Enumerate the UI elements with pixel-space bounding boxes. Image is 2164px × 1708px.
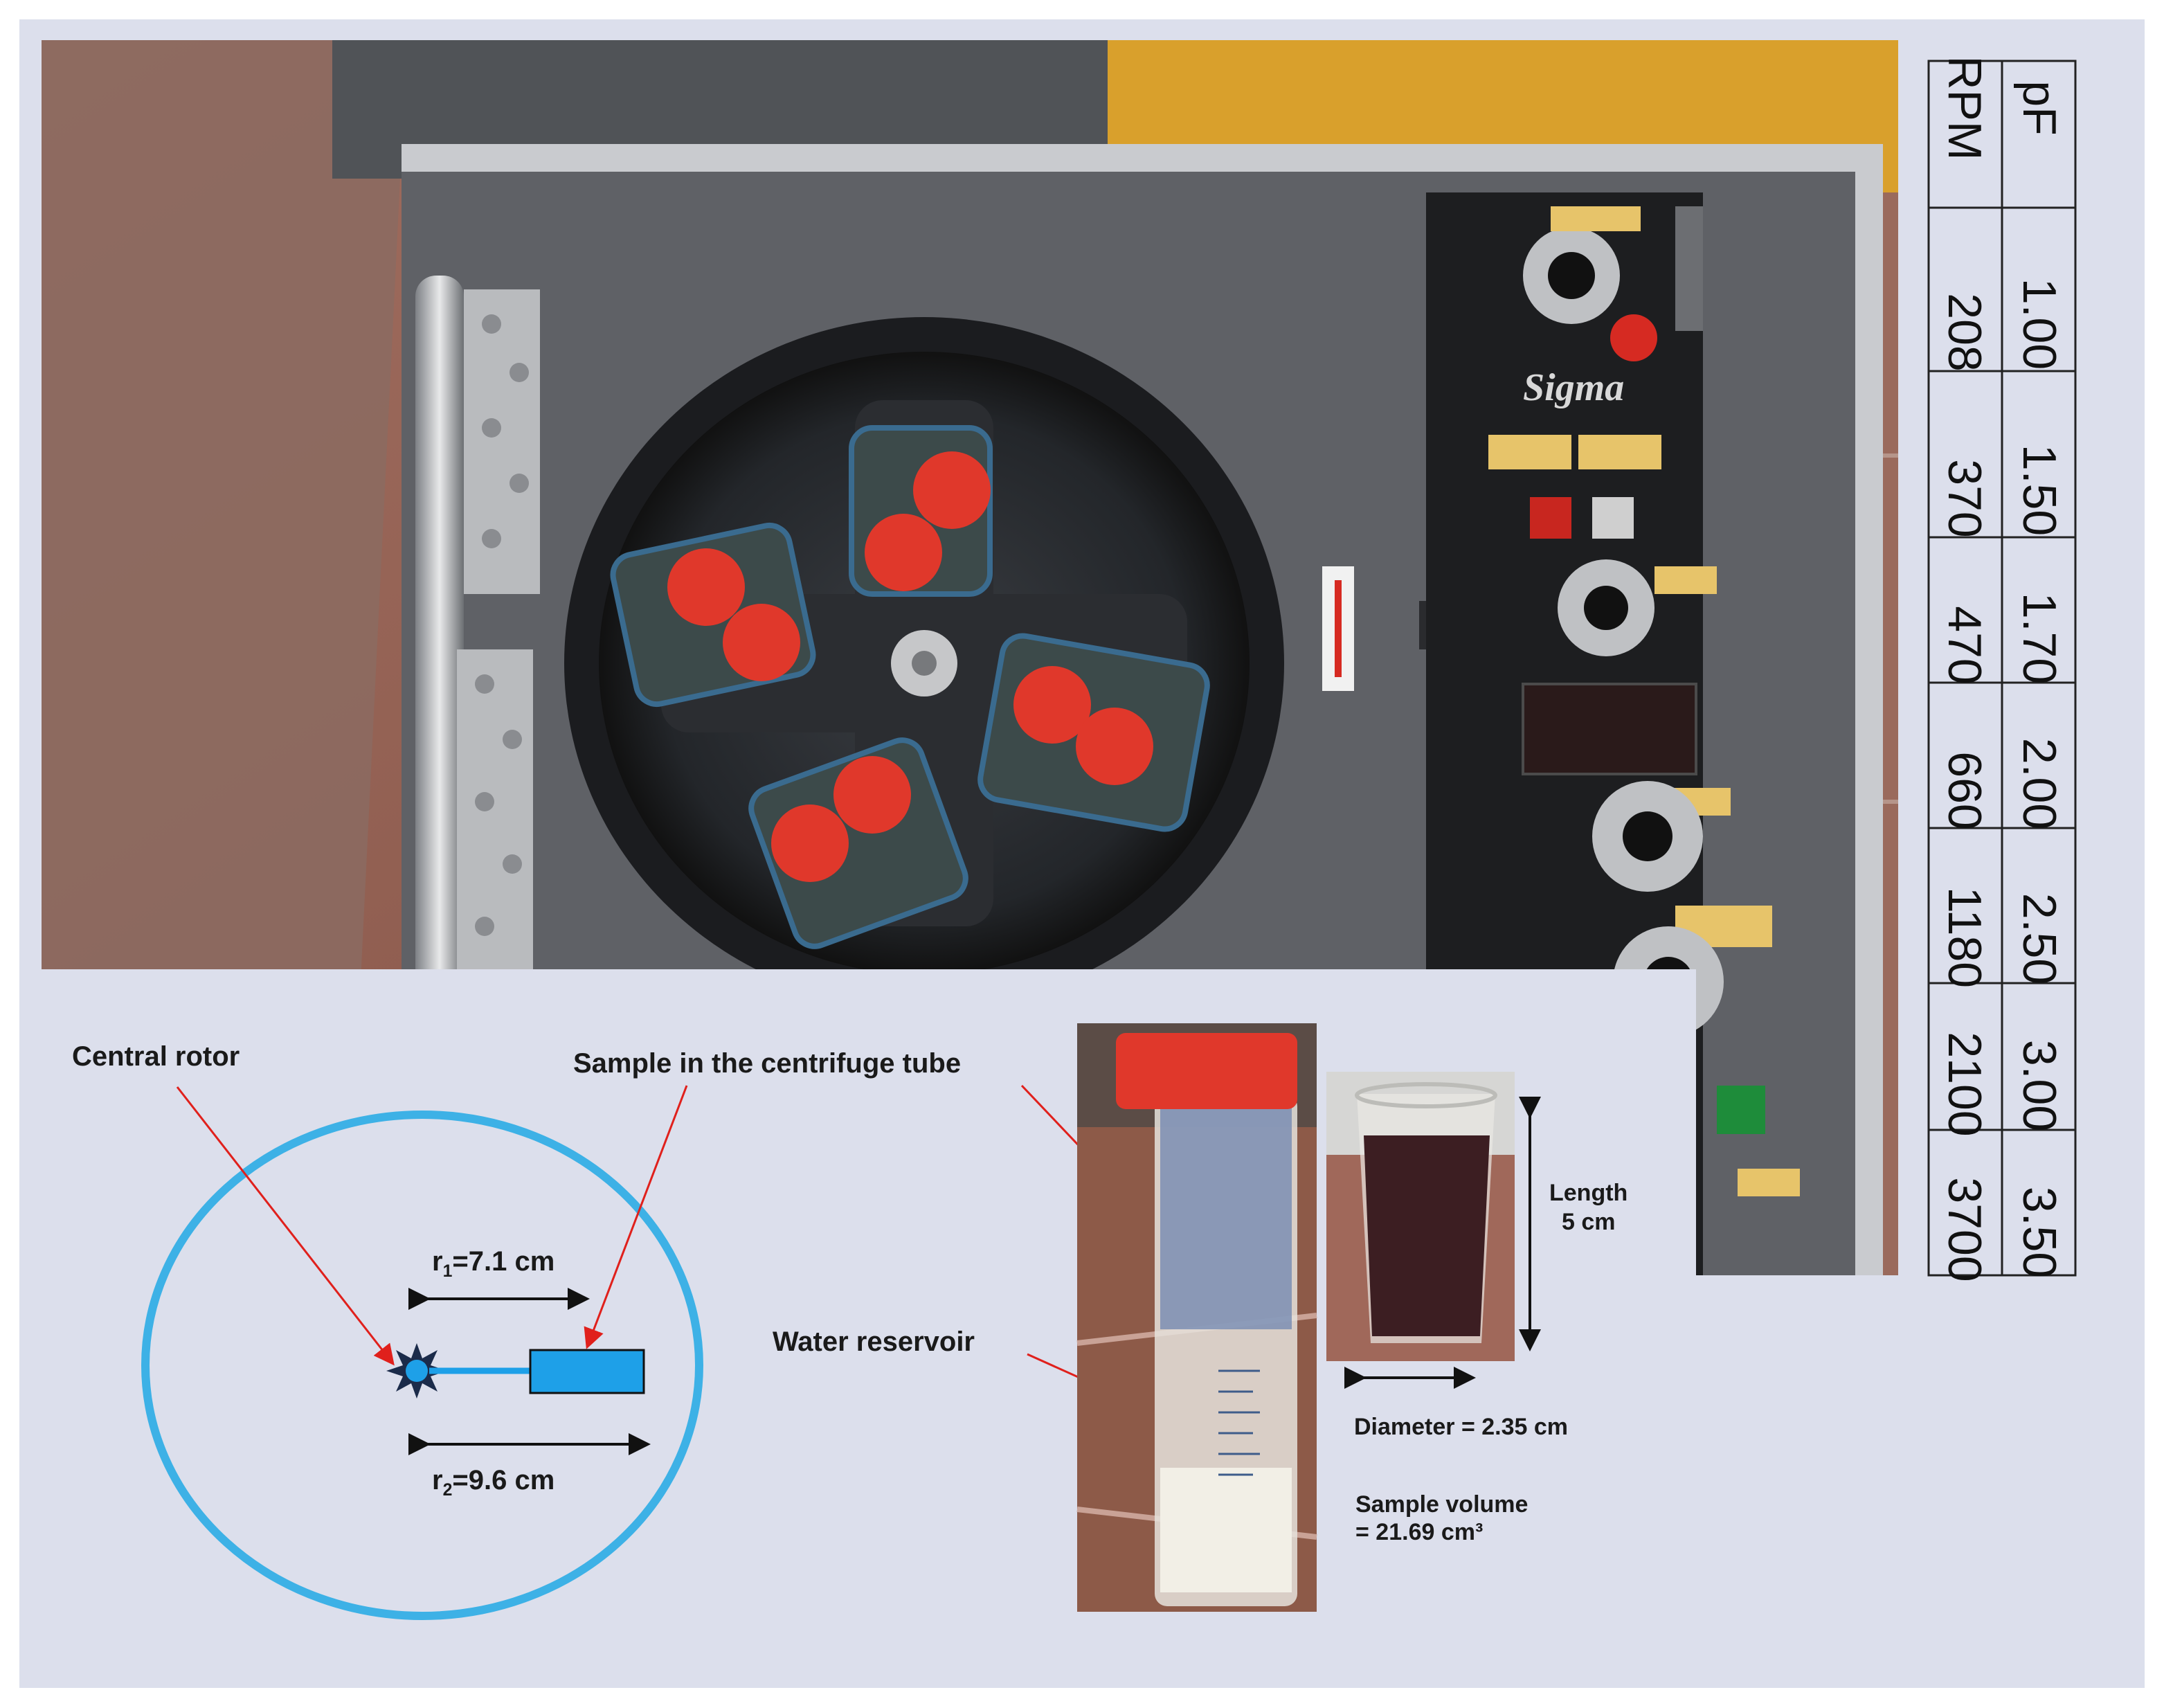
cell-rpm-4: 660	[1938, 751, 1991, 830]
cell-pf-5: 2.50	[2013, 892, 2066, 985]
sample-volume-line2: = 21.69 cm³	[1355, 1519, 1484, 1545]
central-rotor-icon	[386, 1343, 447, 1399]
r2-label: r2=9.6 cm	[432, 1465, 554, 1500]
length-value: 5 cm	[1562, 1209, 1616, 1235]
cell-pf-2: 1.50	[2013, 444, 2066, 537]
r1-subscript: 1	[442, 1262, 453, 1281]
r2-subscript: 2	[442, 1481, 453, 1500]
brand-logo: Sigma	[1523, 366, 1624, 409]
bucket-right	[977, 633, 1210, 832]
sample-block	[529, 1349, 645, 1394]
cell-rpm-5: 1180	[1938, 886, 1991, 989]
length-label: Length	[1549, 1180, 1628, 1206]
power-indicator	[1717, 1086, 1765, 1134]
cell-pf-7: 3.50	[2013, 1186, 2066, 1279]
r1-value: =7.1 cm	[452, 1246, 555, 1277]
display	[1522, 683, 1697, 775]
timer-knob	[1523, 227, 1620, 324]
cell-pf-1: 1.00	[2013, 278, 2066, 370]
r2-value: =9.6 cm	[452, 1465, 555, 1495]
diameter-label: Diameter = 2.35 cm	[1354, 1414, 1569, 1440]
cell-pf-6: 3.00	[2013, 1039, 2066, 1132]
sample-cup-photo	[1326, 1072, 1515, 1361]
cell-rpm-7: 3700	[1938, 1177, 1991, 1282]
centrifuge-tube-photo	[1076, 1023, 1317, 1612]
table-grid	[1927, 60, 2077, 1277]
glass-lid	[42, 40, 402, 1275]
central-rotor-label: Central rotor	[72, 1041, 240, 1072]
cell-pf-4: 2.00	[2013, 737, 2066, 830]
centrifuge-photo: Sigma	[42, 40, 1898, 1275]
pf-rpm-table: pF RPM 1.00 208 1.50 370 1.70 470 2.00 6…	[1927, 55, 2077, 1282]
cell-rpm-2: 370	[1938, 459, 1991, 538]
r2-symbol: r	[432, 1465, 443, 1495]
r1-label: r1=7.1 cm	[432, 1246, 554, 1282]
cell-rpm-3: 470	[1938, 606, 1991, 685]
sample-volume-line1: Sample volume	[1355, 1491, 1529, 1518]
temperature-knob	[1592, 781, 1703, 892]
cell-pf-3: 1.70	[2013, 592, 2066, 685]
hinge-plate-top	[464, 289, 540, 594]
bucket-top	[849, 425, 993, 597]
cell-rpm-1: 208	[1938, 293, 1991, 372]
header-rpm: RPM	[1938, 55, 1991, 161]
water-reservoir-label: Water reservoir	[773, 1327, 975, 1357]
speed-knob	[1558, 559, 1654, 656]
header-pf: pF	[2013, 80, 2066, 136]
cell-rpm-6: 2100	[1938, 1032, 1991, 1137]
rotor-circle	[141, 1111, 703, 1620]
central-rotor-arrow	[176, 1086, 395, 1366]
bucket-bottom	[748, 737, 968, 949]
stop-button	[1610, 314, 1657, 361]
sample-tube-arrow	[584, 1085, 688, 1349]
bucket-left	[610, 522, 816, 708]
r1-symbol: r	[432, 1246, 443, 1277]
sample-tube-label: Sample in the centrifuge tube	[573, 1048, 962, 1079]
